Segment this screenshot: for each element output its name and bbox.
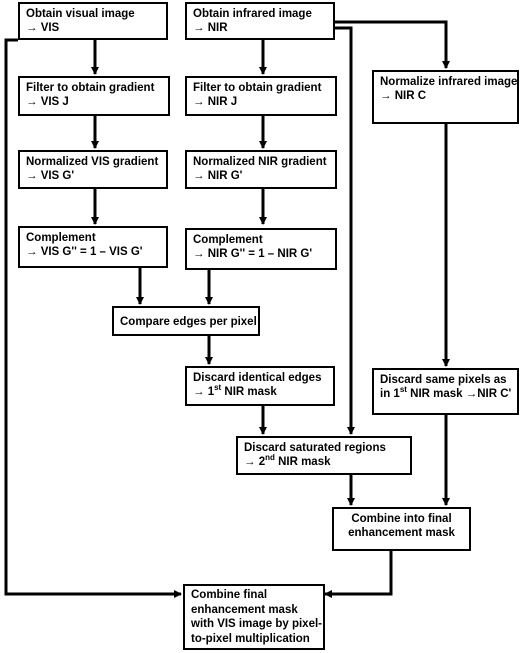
node-discard-identical-edges: Discard identical edges → 1st NIR mask <box>185 366 335 406</box>
node-compare-edges: Compare edges per pixel <box>112 306 260 336</box>
node-label-line: → 1st NIR mask <box>193 383 327 399</box>
node-normalized-vis-gradient: Normalized VIS gradient → VIS G' <box>18 150 168 189</box>
node-label-text: NIR mask <box>274 456 331 468</box>
node-label-line: → 2nd NIR mask <box>244 453 404 469</box>
node-label-text: in 1 <box>380 388 400 400</box>
node-label-line: Normalized NIR gradient <box>193 156 327 168</box>
node-discard-saturated-regions: Discard saturated regions → 2nd NIR mask <box>236 436 412 475</box>
ordinal-suffix: st <box>399 385 407 395</box>
node-label-line: Combine final <box>191 589 268 601</box>
node-normalize-infrared-image: Normalize infrared image → NIR C <box>372 70 519 124</box>
node-label-line: Filter to obtain gradient <box>26 82 155 94</box>
node-label-line: enhancement mask <box>348 527 455 539</box>
node-label-text: → 2 <box>244 456 266 468</box>
ordinal-suffix: nd <box>265 453 275 463</box>
node-obtain-visual-image: Obtain visual image → VIS <box>18 2 168 40</box>
edge-combine-final-to-combine-vis <box>324 551 393 598</box>
node-label-line: Complement <box>193 234 263 246</box>
node-label-line: Discard same pixels as <box>380 374 507 386</box>
node-label-line: → NIR J <box>193 96 238 108</box>
node-label-line: Obtain infrared image <box>193 8 312 20</box>
node-label-line: → VIS <box>26 22 60 34</box>
node-label-text: → 1 <box>193 386 215 398</box>
node-label-line: with VIS image by pixel- <box>191 618 323 630</box>
node-label-line: → VIS G'' = 1 – VIS G' <box>26 246 143 258</box>
node-complement-vis: Complement → VIS G'' = 1 – VIS G' <box>18 226 168 268</box>
node-label-line: Discard saturated regions <box>244 442 386 454</box>
node-label-line: Normalized VIS gradient <box>26 156 159 168</box>
node-label-line: Filter to obtain gradient <box>193 82 322 94</box>
node-label-line: → NIR G'' = 1 – NIR G' <box>193 248 313 260</box>
node-label-line: → NIR G' <box>193 170 243 182</box>
edge-nir-obtain-to-nir-normalize <box>335 20 450 69</box>
edge-vis-obtain-to-combine-vis <box>4 38 182 598</box>
node-label-text: NIR mask →NIR C' <box>406 388 512 400</box>
node-filter-vis-gradient: Filter to obtain gradient → VIS J <box>18 76 170 116</box>
node-obtain-infrared-image: Obtain infrared image → NIR <box>185 2 335 40</box>
node-label-line: Discard identical edges <box>193 372 322 384</box>
edge-nir-obtain-to-discard-saturated <box>335 26 355 435</box>
node-label-line: Complement <box>26 232 96 244</box>
node-label-line: → NIR <box>193 22 228 34</box>
node-label-line: to-pixel multiplication <box>191 632 310 645</box>
node-label-line: Compare edges per pixel <box>120 316 257 328</box>
node-complement-nir: Complement → NIR G'' = 1 – NIR G' <box>185 228 337 270</box>
node-label-line: Combine into final <box>351 513 452 525</box>
node-normalized-nir-gradient: Normalized NIR gradient → NIR G' <box>185 150 337 189</box>
node-label-text: NIR mask <box>221 386 277 398</box>
node-label-line: → VIS G' <box>26 170 75 182</box>
node-label-line: enhancement mask <box>191 603 298 616</box>
node-label-line: Normalize infrared image <box>380 76 518 88</box>
node-combine-final-mask: Combine into final enhancement mask <box>332 507 471 551</box>
node-discard-same-pixels: Discard same pixels as in 1st NIR mask →… <box>372 368 519 415</box>
node-label-line: in 1st NIR mask →NIR C' <box>380 385 512 401</box>
node-label-line: → VIS J <box>26 96 69 108</box>
node-filter-nir-gradient: Filter to obtain gradient → NIR J <box>185 76 337 116</box>
node-combine-with-vis: Combine final enhancement mask with VIS … <box>183 584 325 650</box>
node-label-line: → NIR C <box>380 90 426 102</box>
ordinal-suffix: st <box>214 383 222 393</box>
node-label-line: Obtain visual image <box>26 8 135 20</box>
